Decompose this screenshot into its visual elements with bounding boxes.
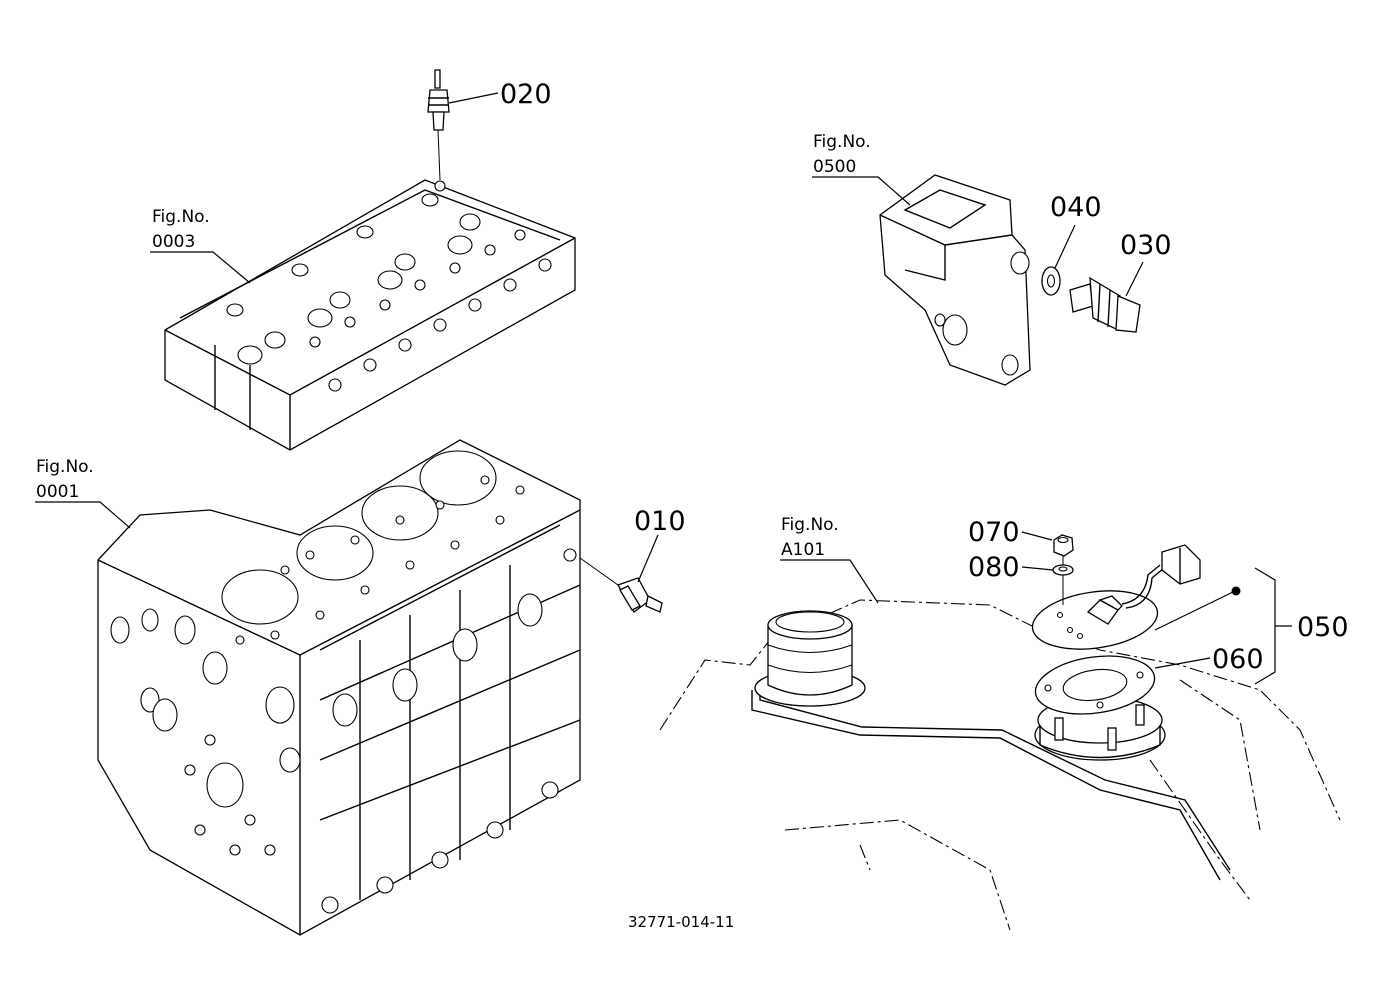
callout-060: 060 — [1212, 644, 1264, 675]
fuel-tank-drawing — [659, 599, 1341, 931]
nut-070-drawing — [1053, 534, 1074, 557]
washer-080-drawing — [1052, 564, 1074, 576]
water-flange-drawing — [879, 174, 1031, 386]
temperature-sensor-030-drawing — [1069, 276, 1141, 333]
callout-030: 030 — [1120, 230, 1172, 261]
callout-020: 020 — [500, 79, 552, 110]
fig-ref-0001-number: 0001 — [36, 482, 79, 502]
callout-050: 050 — [1297, 612, 1349, 643]
callout-080: 080 — [968, 552, 1020, 583]
glow-plug-020-drawing — [427, 69, 450, 181]
leader-lines — [35, 92, 1292, 685]
fig-ref-a101-label: Fig.No. — [781, 515, 839, 535]
fig-ref-a101-number: A101 — [781, 540, 825, 560]
fig-ref-0001-label: Fig.No. — [36, 457, 94, 477]
washer-040-drawing — [1041, 266, 1061, 296]
fig-ref-0003-number: 0003 — [152, 232, 195, 252]
fig-ref-0500-label: Fig.No. — [813, 132, 871, 152]
fig-ref-0500-number: 0500 — [813, 157, 856, 177]
gasket-060-drawing — [1034, 655, 1156, 715]
callout-040: 040 — [1050, 192, 1102, 223]
cylinder-block-drawing — [97, 439, 581, 936]
cylinder-head-drawing — [164, 179, 576, 451]
oil-switch-010-drawing — [579, 557, 663, 613]
fig-ref-0003-label: Fig.No. — [152, 207, 210, 227]
callout-070: 070 — [968, 517, 1020, 548]
callout-010: 010 — [634, 506, 686, 537]
drawing-number: 32771-014-11 — [628, 913, 734, 931]
fuel-sender-050-drawing — [1031, 544, 1201, 650]
